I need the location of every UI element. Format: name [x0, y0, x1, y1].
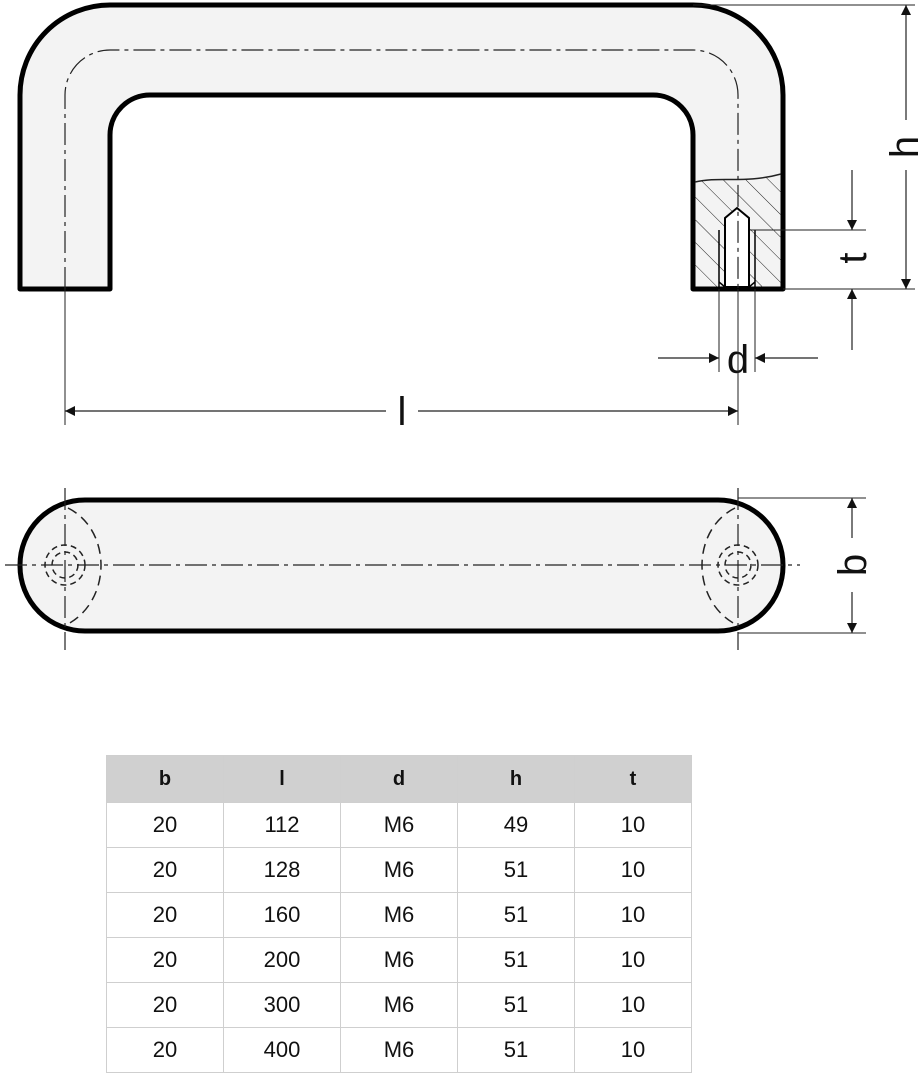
cell-d: M6: [340, 982, 458, 1028]
table-row: 20 160 M6 51 10: [106, 892, 692, 938]
cell-d: M6: [340, 847, 458, 893]
cell-t: 10: [574, 802, 692, 848]
chamfer-left: [718, 281, 726, 288]
cell-l: 112: [223, 802, 341, 848]
front-centerline: [64, 49, 739, 289]
hidden-thread-right-inner: [724, 551, 752, 579]
technical-drawing: h t d l: [5, 2, 924, 650]
dimension-b: b: [738, 497, 875, 634]
cell-h: 51: [457, 937, 575, 983]
table-header-row: b l d h t: [106, 755, 692, 803]
dimension-l: l: [64, 289, 739, 434]
cell-b: 20: [106, 982, 224, 1028]
cell-d: M6: [340, 1027, 458, 1073]
handle-outline: [17, 2, 786, 292]
cell-t: 10: [574, 847, 692, 893]
hidden-leg-right: [701, 507, 736, 625]
cell-l: 128: [223, 847, 341, 893]
header-b: b: [106, 755, 224, 803]
cell-h: 49: [457, 802, 575, 848]
cell-h: 51: [457, 847, 575, 893]
table-row: 20 200 M6 51 10: [106, 937, 692, 983]
hidden-thread-left-outer: [44, 544, 86, 586]
cell-b: 20: [106, 802, 224, 848]
cell-t: 10: [574, 892, 692, 938]
cell-b: 20: [106, 937, 224, 983]
cell-d: M6: [340, 892, 458, 938]
dimension-table: b l d h t 20 112 M6 49 10 20 128 M6 51 1…: [106, 755, 692, 1073]
cell-t: 10: [574, 1027, 692, 1073]
hidden-leg-left: [67, 507, 102, 625]
handle-front-view: [17, 2, 786, 292]
table-row: 20 128 M6 51 10: [106, 847, 692, 893]
cell-b: 20: [106, 1027, 224, 1073]
dimension-d: d: [658, 289, 818, 382]
hidden-thread-left-inner: [51, 551, 79, 579]
cell-b: 20: [106, 847, 224, 893]
handle-top-view: [5, 488, 800, 650]
cell-t: 10: [574, 937, 692, 983]
section-break-line: [694, 173, 782, 183]
chamfer-right: [748, 281, 756, 288]
header-d: d: [340, 755, 458, 803]
cell-l: 300: [223, 982, 341, 1028]
cell-h: 51: [457, 1027, 575, 1073]
table-row: 20 400 M6 51 10: [106, 1027, 692, 1073]
threaded-hole: [724, 206, 750, 288]
cell-b: 20: [106, 892, 224, 938]
cell-d: M6: [340, 937, 458, 983]
table-row: 20 300 M6 51 10: [106, 982, 692, 1028]
table-row: 20 112 M6 49 10: [106, 802, 692, 848]
header-h: h: [457, 755, 575, 803]
dimension-label-t: t: [831, 252, 875, 263]
dimension-label-l: l: [398, 390, 407, 434]
cell-d: M6: [340, 802, 458, 848]
cell-l: 400: [223, 1027, 341, 1073]
cell-h: 51: [457, 892, 575, 938]
cell-h: 51: [457, 982, 575, 1028]
cell-l: 160: [223, 892, 341, 938]
cell-l: 200: [223, 937, 341, 983]
header-t: t: [574, 755, 692, 803]
dimension-label-h: h: [883, 136, 924, 158]
header-l: l: [223, 755, 341, 803]
dimension-h: h: [693, 4, 924, 290]
dimension-label-b: b: [831, 554, 875, 576]
hidden-thread-right-outer: [717, 544, 759, 586]
cell-t: 10: [574, 982, 692, 1028]
dimension-t: t: [750, 170, 875, 350]
